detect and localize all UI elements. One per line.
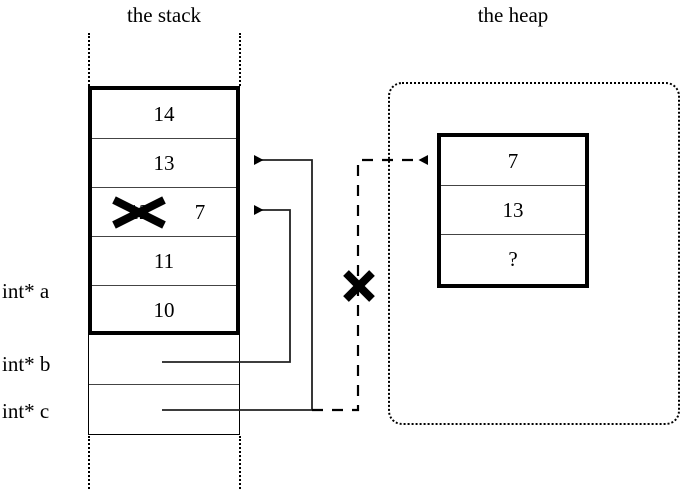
stack-cell-11: 11 — [92, 237, 236, 286]
stack-cell-14-value: 14 — [153, 102, 175, 126]
stack-frame: 14 13 12 7 11 10 — [88, 86, 240, 335]
cross-out-x-icon — [112, 196, 166, 229]
stack-cell-13: 13 — [92, 139, 236, 188]
stack-cell-13-value: 13 — [153, 151, 175, 175]
stack-dotted-line-top-right — [239, 33, 241, 86]
variable-label-a: int* a — [2, 279, 50, 303]
heap-cell-0: 7 — [441, 137, 585, 186]
stack-cell-10: 10 — [92, 286, 236, 335]
variable-label-c: int* c — [2, 399, 50, 423]
heap-cell-0-value: 7 — [507, 149, 519, 173]
stack-dotted-line-top-left — [88, 33, 90, 86]
heap-cell-2-value: ? — [508, 247, 518, 271]
heap-cell-1: 13 — [441, 186, 585, 235]
stack-pointer-frame — [88, 335, 240, 435]
stack-pointer-cell-b — [89, 335, 239, 385]
heap-cell-2: ? — [441, 235, 585, 284]
stack-dotted-line-bottom-right — [239, 436, 241, 489]
invalidated-pointer-x-icon — [343, 270, 375, 302]
variable-label-b: int* b — [2, 352, 51, 376]
heap-cell-1-value: 13 — [502, 198, 524, 222]
stack-pointer-cell-c — [89, 385, 239, 435]
heap-block: 7 13 ? — [437, 133, 589, 288]
heap-title: the heap — [477, 3, 549, 27]
stack-title: the stack — [126, 3, 202, 27]
stack-cell-14: 14 — [92, 90, 236, 139]
crossed-cell-inner: 12 7 — [92, 188, 236, 236]
stack-dotted-line-bottom-left — [88, 436, 90, 489]
stack-cell-10-value: 10 — [153, 298, 175, 322]
crossed-new-value: 7 — [194, 200, 206, 224]
stack-cell-11-value: 11 — [153, 249, 175, 273]
stack-cell-crossed: 12 7 — [92, 188, 236, 237]
